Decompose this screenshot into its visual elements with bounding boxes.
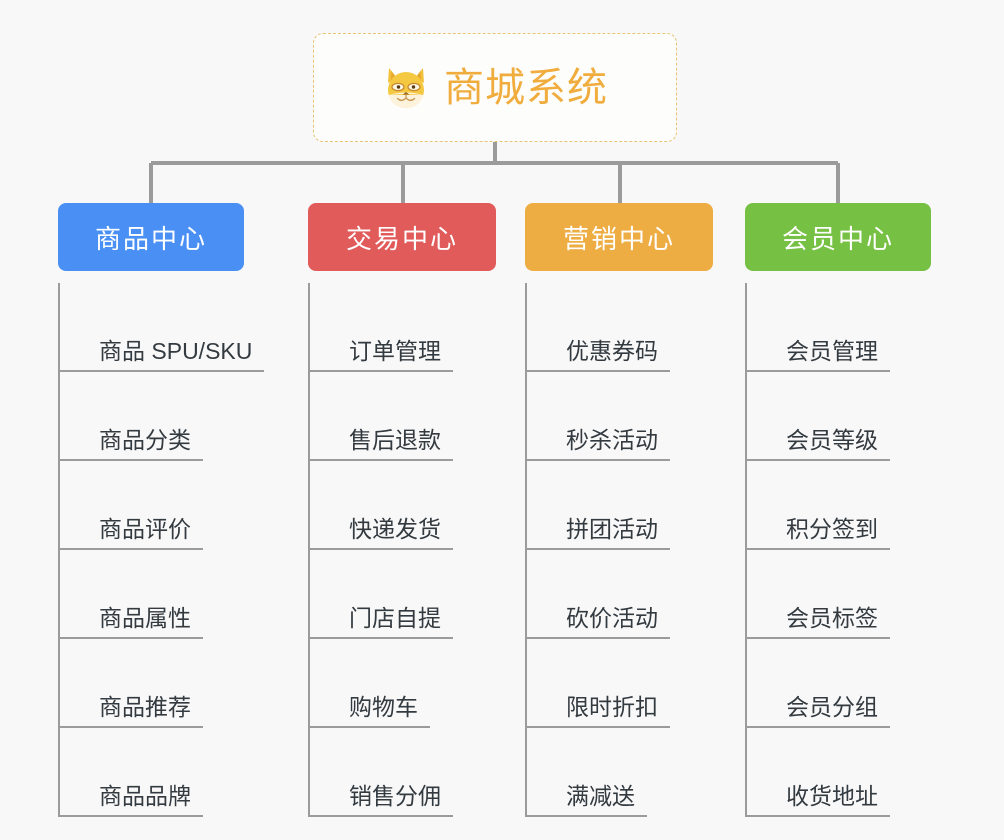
leaf-label: 商品分类 <box>60 427 203 461</box>
leaf-label: 商品属性 <box>60 605 203 639</box>
leaf-label: 拼团活动 <box>527 516 670 550</box>
leaf-label: 商品评价 <box>60 516 203 550</box>
leaf-item[interactable]: 商品品牌 <box>60 728 288 817</box>
leaf-item[interactable]: 订单管理 <box>310 283 538 372</box>
leaf-item[interactable]: 商品评价 <box>60 461 288 550</box>
category-label: 商品中心 <box>94 223 207 254</box>
leaf-list-1: 订单管理 售后退款 快递发货 门店自提 购物车 销售分佣 <box>308 283 538 817</box>
leaf-label: 会员标签 <box>747 605 890 639</box>
category-header-0[interactable]: 商品中心 <box>58 203 244 271</box>
leaf-label: 限时折扣 <box>527 694 670 728</box>
leaf-list-2: 优惠券码 秒杀活动 拼团活动 砍价活动 限时折扣 满减送 <box>525 283 755 817</box>
dog-face-icon <box>382 64 430 112</box>
leaf-label: 售后退款 <box>310 427 453 461</box>
leaf-item[interactable]: 收货地址 <box>747 728 975 817</box>
leaf-item[interactable]: 限时折扣 <box>527 639 755 728</box>
category-header-1[interactable]: 交易中心 <box>308 203 496 271</box>
leaf-label: 商品 SPU/SKU <box>60 338 265 372</box>
leaf-item[interactable]: 拼团活动 <box>527 461 755 550</box>
leaf-label: 购物车 <box>310 694 430 728</box>
leaf-label: 优惠券码 <box>527 338 670 372</box>
leaf-label: 满减送 <box>527 783 647 817</box>
leaf-label: 快递发货 <box>310 516 453 550</box>
category-label: 营销中心 <box>562 223 675 254</box>
leaf-item[interactable]: 商品属性 <box>60 550 288 639</box>
leaf-label: 收货地址 <box>747 783 890 817</box>
leaf-label: 会员分组 <box>747 694 890 728</box>
leaf-label: 砍价活动 <box>527 605 670 639</box>
leaf-label: 商品推荐 <box>60 694 203 728</box>
leaf-item[interactable]: 销售分佣 <box>310 728 538 817</box>
leaf-item[interactable]: 秒杀活动 <box>527 372 755 461</box>
leaf-label: 会员管理 <box>747 338 890 372</box>
leaf-item[interactable]: 满减送 <box>527 728 755 817</box>
leaf-item[interactable]: 会员管理 <box>747 283 975 372</box>
leaf-item[interactable]: 砍价活动 <box>527 550 755 639</box>
leaf-label: 商品品牌 <box>60 783 203 817</box>
leaf-item[interactable]: 购物车 <box>310 639 538 728</box>
leaf-item[interactable]: 快递发货 <box>310 461 538 550</box>
branch-column-3: 会员中心 会员管理 会员等级 积分签到 会员标签 会员分组 收货地址 <box>745 203 975 817</box>
leaf-list-0: 商品 SPU/SKU 商品分类 商品评价 商品属性 商品推荐 商品品牌 <box>58 283 288 817</box>
leaf-label: 秒杀活动 <box>527 427 670 461</box>
leaf-item[interactable]: 会员标签 <box>747 550 975 639</box>
category-header-2[interactable]: 营销中心 <box>525 203 713 271</box>
root-node[interactable]: 商城系统 <box>313 33 677 142</box>
leaf-label: 会员等级 <box>747 427 890 461</box>
leaf-item[interactable]: 门店自提 <box>310 550 538 639</box>
category-label: 交易中心 <box>345 223 458 254</box>
leaf-item[interactable]: 售后退款 <box>310 372 538 461</box>
leaf-label: 积分签到 <box>747 516 890 550</box>
leaf-item[interactable]: 积分签到 <box>747 461 975 550</box>
leaf-item[interactable]: 优惠券码 <box>527 283 755 372</box>
leaf-item[interactable]: 商品分类 <box>60 372 288 461</box>
root-title: 商城系统 <box>444 65 608 110</box>
leaf-list-3: 会员管理 会员等级 积分签到 会员标签 会员分组 收货地址 <box>745 283 975 817</box>
branch-column-2: 营销中心 优惠券码 秒杀活动 拼团活动 砍价活动 限时折扣 满减送 <box>525 203 755 817</box>
leaf-item[interactable]: 商品 SPU/SKU <box>60 283 288 372</box>
leaf-item[interactable]: 会员分组 <box>747 639 975 728</box>
branch-column-0: 商品中心 商品 SPU/SKU 商品分类 商品评价 商品属性 商品推荐 商品品牌 <box>58 203 288 817</box>
branch-column-1: 交易中心 订单管理 售后退款 快递发货 门店自提 购物车 销售分佣 <box>308 203 538 817</box>
leaf-label: 门店自提 <box>310 605 453 639</box>
leaf-item[interactable]: 商品推荐 <box>60 639 288 728</box>
category-label: 会员中心 <box>781 223 894 254</box>
category-header-3[interactable]: 会员中心 <box>745 203 931 271</box>
leaf-label: 订单管理 <box>310 338 453 372</box>
leaf-label: 销售分佣 <box>310 783 453 817</box>
leaf-item[interactable]: 会员等级 <box>747 372 975 461</box>
